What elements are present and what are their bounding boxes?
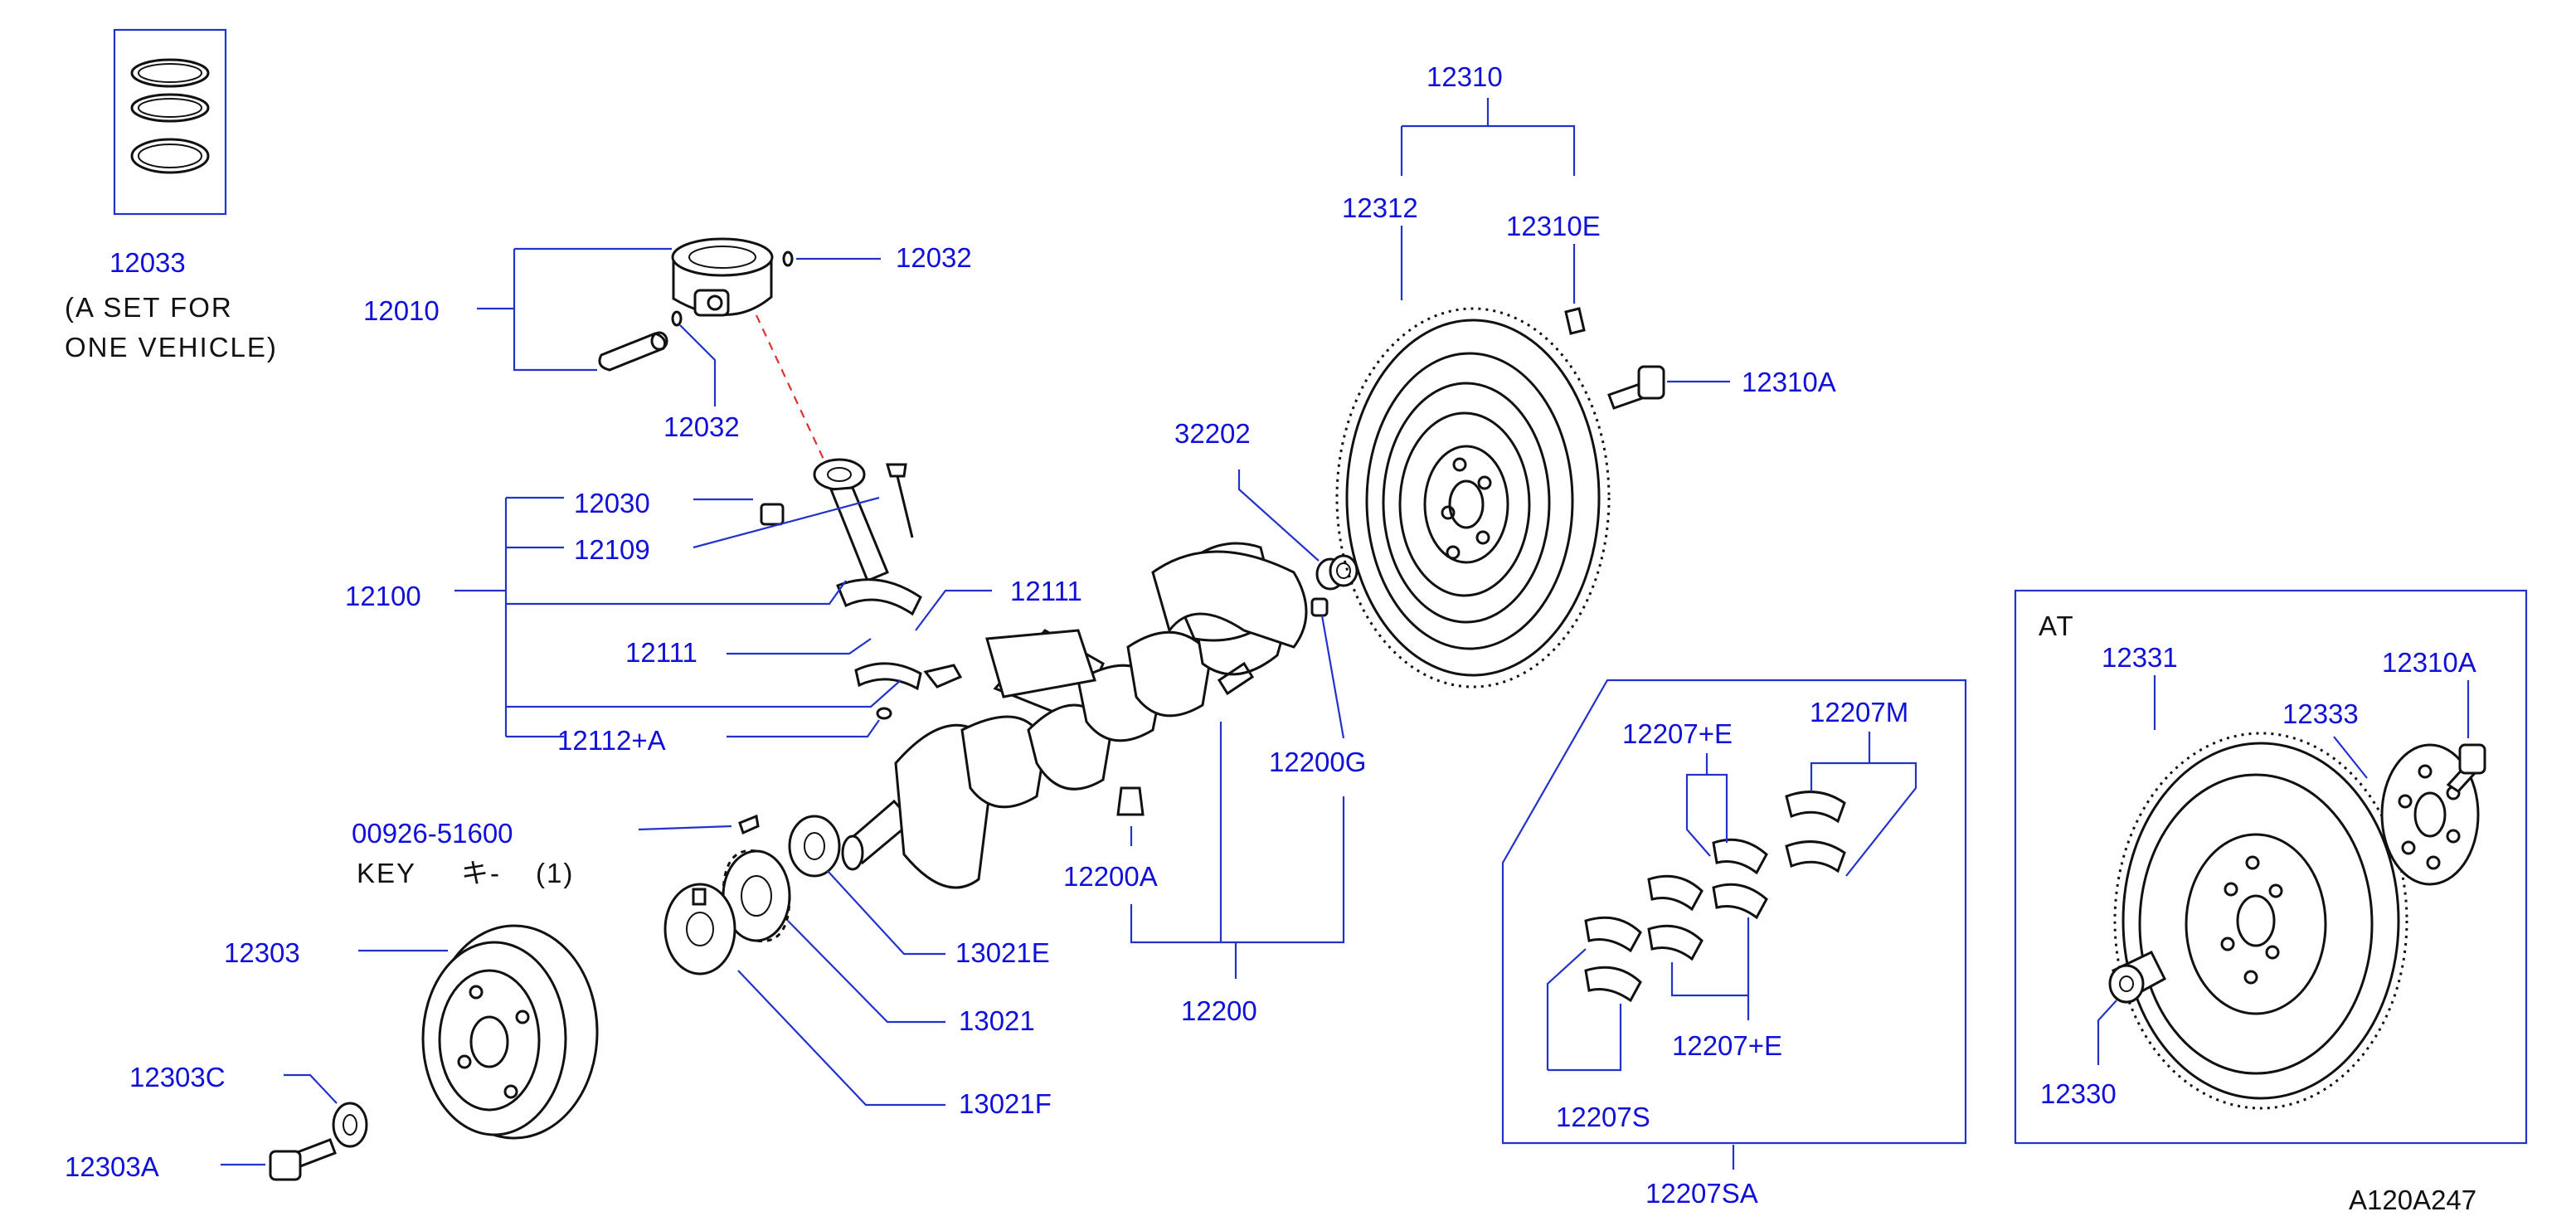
pulley-bolt-12303A <box>269 1138 337 1181</box>
rod-bushing <box>760 503 785 526</box>
key-qty: (1) <box>536 858 574 888</box>
bearing-shells-illustration <box>1584 791 1846 1003</box>
pilot-bushing-32202 <box>1315 554 1358 591</box>
callout-13021F[interactable]: 13021F <box>959 1088 1052 1119</box>
piston-group: 12010 12032 12032 <box>363 237 972 465</box>
set-note-line-2: ONE VEHICLE) <box>65 332 278 362</box>
callout-12200A[interactable]: 12200A <box>1063 861 1158 892</box>
flywheel-bolt-12310A <box>1607 365 1665 410</box>
callout-12200[interactable]: 12200 <box>1181 995 1257 1026</box>
callout-12310[interactable]: 12310 <box>1427 61 1503 92</box>
callout-12207E-bottom[interactable]: 12207+E <box>1672 1030 1782 1061</box>
callout-12111-right[interactable]: 12111 <box>1010 576 1082 606</box>
callout-12032-top[interactable]: 12032 <box>896 242 972 273</box>
pulley-washer-12303C <box>332 1102 368 1148</box>
callout-12331[interactable]: 12331 <box>2102 642 2178 673</box>
piston-clip-top <box>782 251 794 267</box>
piston-pin-illustration <box>598 331 668 372</box>
crankshaft-illustration <box>841 542 1308 889</box>
key-group: 00926-51600 KEY キ- (1) <box>352 814 760 888</box>
callout-12310A-top[interactable]: 12310A <box>1742 367 1836 397</box>
piston-ring-box <box>113 28 227 216</box>
key-jp-text: キ- <box>461 858 501 888</box>
spacer-12330 <box>2108 951 2166 1004</box>
callout-12030[interactable]: 12030 <box>574 488 650 518</box>
at-label: AT <box>2039 611 2075 641</box>
callout-12303[interactable]: 12303 <box>224 937 300 968</box>
at-bolt-12310A <box>2446 743 2486 793</box>
flywheel-group: 12310 12312 12310E 12310A <box>1335 61 1836 688</box>
callout-12310E[interactable]: 12310E <box>1506 211 1601 241</box>
piston-ring-set-group: 12033 (A SET FOR ONE VEHICLE) <box>65 28 278 362</box>
callout-12010[interactable]: 12010 <box>363 295 440 326</box>
callout-12109[interactable]: 12109 <box>574 534 650 565</box>
callout-12333[interactable]: 12333 <box>2282 698 2359 729</box>
main-bearings-box <box>1501 679 1967 1145</box>
dowel-12200G <box>1310 597 1329 617</box>
callout-12310A-at[interactable]: 12310A <box>2382 647 2476 678</box>
spacer-13021F <box>663 883 736 976</box>
diagram-code: A120A247 <box>2349 1185 2476 1215</box>
callout-12032-bottom[interactable]: 12032 <box>663 411 740 442</box>
plug-12200A <box>1116 786 1145 816</box>
key-text: KEY <box>357 858 416 888</box>
callout-00926-51600[interactable]: 00926-51600 <box>352 818 513 849</box>
callout-12100[interactable]: 12100 <box>345 581 421 611</box>
callout-12207SA[interactable]: 12207SA <box>1645 1178 1758 1209</box>
piston-rings-illustration <box>130 58 210 174</box>
callout-13021[interactable]: 13021 <box>959 1005 1035 1036</box>
at-drive-plate-group: AT <box>2014 589 2528 1145</box>
washer-13021E <box>788 815 841 878</box>
woodruff-key <box>738 814 760 835</box>
callout-12207M[interactable]: 12207M <box>1810 697 1908 727</box>
at-box <box>2014 589 2528 1145</box>
main-bearings-group: 12207+E 12207M 12207+E 12207S 12207SA <box>1501 679 1967 1209</box>
piston-illustration <box>671 237 774 317</box>
callout-12330[interactable]: 12330 <box>2040 1078 2117 1109</box>
crankshaft-group: 32202 12200G 12200A 12200 <box>841 418 1366 1026</box>
callout-12207E-top[interactable]: 12207+E <box>1622 718 1733 749</box>
dowel-12310E <box>1564 307 1586 335</box>
crank-pulley-illustration <box>421 924 599 1140</box>
crank-pulley-group: 12303 12303C 12303A <box>65 924 599 1182</box>
callout-12303C[interactable]: 12303C <box>129 1062 226 1092</box>
callout-32202[interactable]: 32202 <box>1174 418 1251 449</box>
set-note-line-1: (A SET FOR <box>65 292 233 323</box>
piston-rod-alignment-line <box>756 314 827 465</box>
flywheel-illustration <box>1335 307 1611 688</box>
callout-13021E[interactable]: 13021E <box>955 937 1050 968</box>
drive-plate-illustration <box>2113 732 2408 1110</box>
callout-12111-left[interactable]: 12111 <box>625 637 697 668</box>
callout-12207S[interactable]: 12207S <box>1556 1102 1650 1132</box>
timing-gear-group: 13021E 13021 13021F <box>663 815 1052 1119</box>
callout-12303A[interactable]: 12303A <box>65 1151 159 1182</box>
callout-12312[interactable]: 12312 <box>1342 192 1418 223</box>
connecting-rod-group: 12030 12109 12100 12111 12111 12112+A <box>345 458 1082 756</box>
callout-12200G[interactable]: 12200G <box>1269 747 1366 777</box>
piston-clip-bottom <box>671 310 683 327</box>
connecting-rod-illustration <box>813 458 963 720</box>
callout-12033[interactable]: 12033 <box>109 247 186 278</box>
callout-12112A[interactable]: 12112+A <box>557 725 666 756</box>
